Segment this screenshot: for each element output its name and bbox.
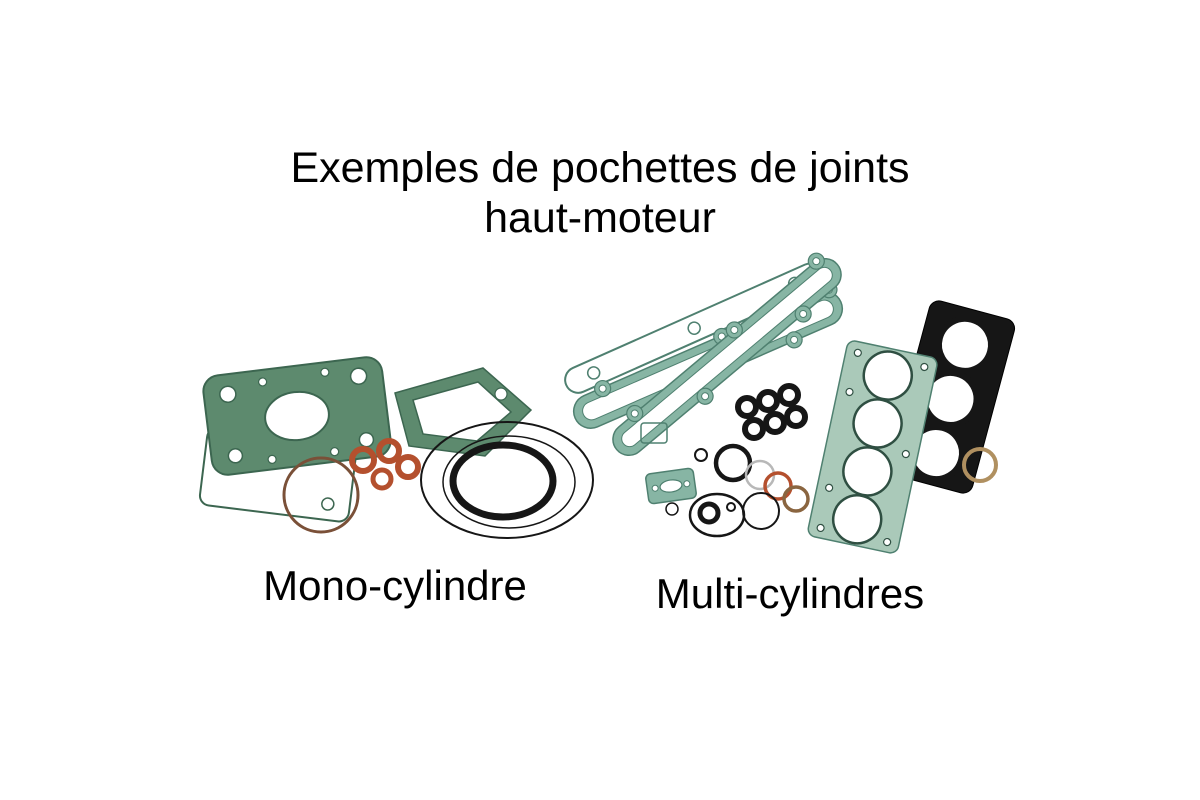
cover-frame-gasket xyxy=(394,367,533,457)
copper-ring-2 xyxy=(782,485,810,513)
bronze-ring xyxy=(962,447,998,483)
caption-mono-cylindre: Mono-cylindre xyxy=(263,562,527,609)
bore-hole xyxy=(935,315,994,374)
mono-cylinder-gasket-kit-illustration xyxy=(198,356,594,539)
multi-cylinder-gasket-kit-illustration xyxy=(564,252,1016,554)
title-line2: haut-moteur xyxy=(484,193,716,242)
small-square-gasket xyxy=(640,422,668,444)
title-line1: Exemples de pochettes de joints xyxy=(290,144,910,192)
tiny-o-ring xyxy=(665,502,679,516)
thin-o-ring xyxy=(742,492,780,530)
exhaust-gasket xyxy=(688,492,746,538)
round-gasket xyxy=(282,456,360,534)
cylinder-head-gasket xyxy=(202,356,392,476)
o-rings xyxy=(420,421,594,539)
small-o-ring xyxy=(694,448,708,462)
copper-ring xyxy=(763,471,793,501)
bore-hole xyxy=(831,494,883,545)
caption-multi-cylindres: Multi-cylindres xyxy=(655,570,925,617)
small-plate-gasket xyxy=(645,467,697,505)
copper-washers xyxy=(349,438,421,491)
valve-stem-seals xyxy=(735,383,808,441)
head-gasket-4-cylinder xyxy=(807,340,938,554)
cam-cover-gasket-2 xyxy=(612,252,842,457)
bore-hole xyxy=(264,390,330,442)
rubber-o-ring xyxy=(713,443,753,483)
